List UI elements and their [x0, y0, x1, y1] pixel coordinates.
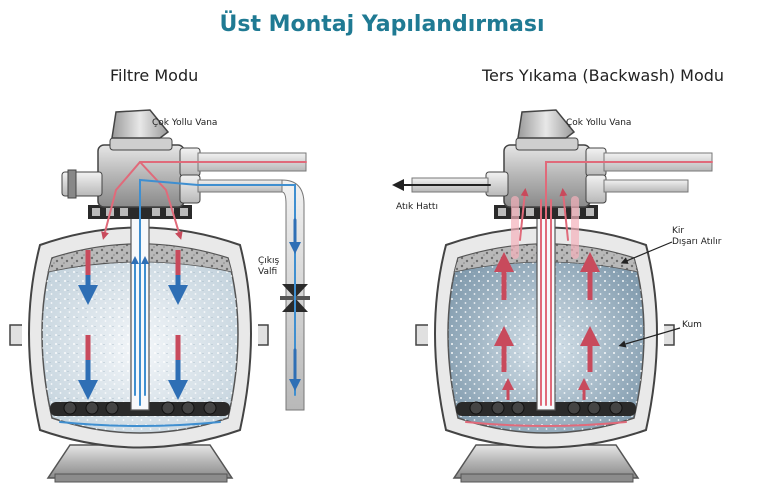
backwash-mode-flows — [392, 161, 713, 427]
waste-line-label: Atık Hattı — [396, 202, 438, 212]
filter-mode-flows — [59, 161, 307, 427]
outlet-valve-label: Çıkış Valfi — [258, 256, 279, 278]
dirt-label-line2: Dışarı Atılır — [672, 237, 722, 247]
outlet-valve-label-line1: Çıkış — [258, 256, 280, 266]
filter-mode-title: Filtre Modu — [110, 66, 199, 85]
backwash-mode-up-arrows — [494, 252, 600, 400]
sand-label: Kum — [682, 320, 702, 330]
outlet-valve-label-line2: Valfi — [258, 267, 278, 277]
filter-valve-label: Çok Yollu Vana — [152, 118, 218, 128]
page-title: Üst Montaj Yapılandırması — [219, 12, 545, 37]
filter-mode-down-arrows — [78, 250, 188, 400]
backwash-mode-title: Ters Yıkama (Backwash) Modu — [482, 66, 725, 85]
label-pointers — [618, 241, 681, 348]
dirt-label-line1: Kir — [672, 226, 685, 236]
backwash-valve-label: Çok Yollu Vana — [566, 118, 632, 128]
dirt-label: Kir Dışarı Atılır — [672, 226, 721, 248]
